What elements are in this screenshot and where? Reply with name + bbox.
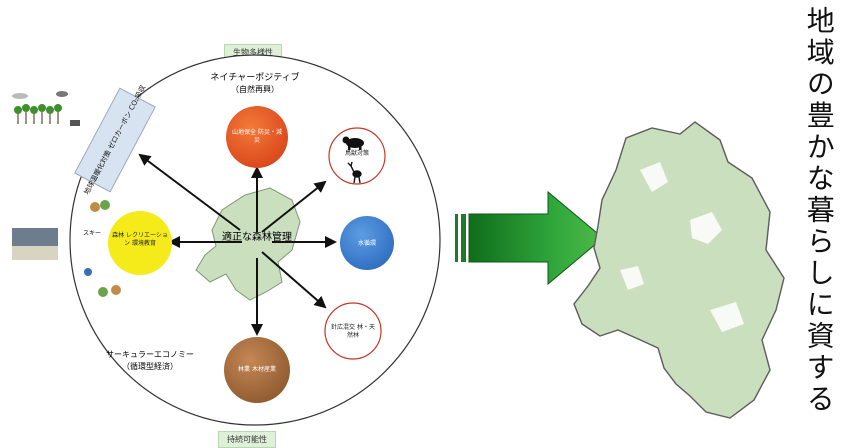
trees-illustration: [12, 91, 80, 126]
conifer-node: [324, 302, 382, 360]
big-arrow: [455, 190, 604, 286]
climate-box: [74, 87, 156, 193]
center-label: 適正な森林管理: [222, 230, 292, 243]
mountain-label: 山地保全 防災・減災: [232, 129, 282, 144]
vertical-title-text: 地域の豊かな暮らしに資する: [802, 6, 836, 416]
water-node: [340, 216, 394, 270]
water-label: 水循環: [357, 240, 376, 247]
region-map: [573, 121, 785, 419]
ski-label: スキー: [83, 230, 101, 237]
vertical-title: 地域の豊かな暮らしに資する: [802, 6, 836, 422]
wildlife-label: 鳥獣対策: [344, 150, 369, 157]
mountain-node: [226, 106, 288, 168]
recreation-node: [108, 211, 172, 275]
forestry-label: 林業 木材産業: [238, 366, 276, 373]
circular-economy-sub-label: （循環型経済）: [122, 361, 178, 371]
conifer-label: 針広混交 林・天然林: [331, 324, 375, 339]
recreation-pictograms: [12, 200, 121, 297]
forestry-node: [224, 337, 290, 403]
wildlife-node: [328, 127, 386, 185]
forest-diagram: 地球温暖化対策 ゼロカーボン CO₂吸収 スキー ネイチャーポジティブ （自然再…: [12, 54, 604, 426]
deer-icon: [347, 161, 362, 184]
recreation-label: 森林 レクリエーション 環境教育: [112, 232, 168, 247]
circular-economy-label: サーキュラーエコノミー: [106, 350, 194, 359]
bear-icon: [342, 136, 364, 150]
connector-arrows: [138, 153, 337, 336]
nature-restoration-label: （自然再興）: [231, 84, 279, 94]
nature-positive-label: ネイチャーポジティブ: [210, 71, 299, 83]
